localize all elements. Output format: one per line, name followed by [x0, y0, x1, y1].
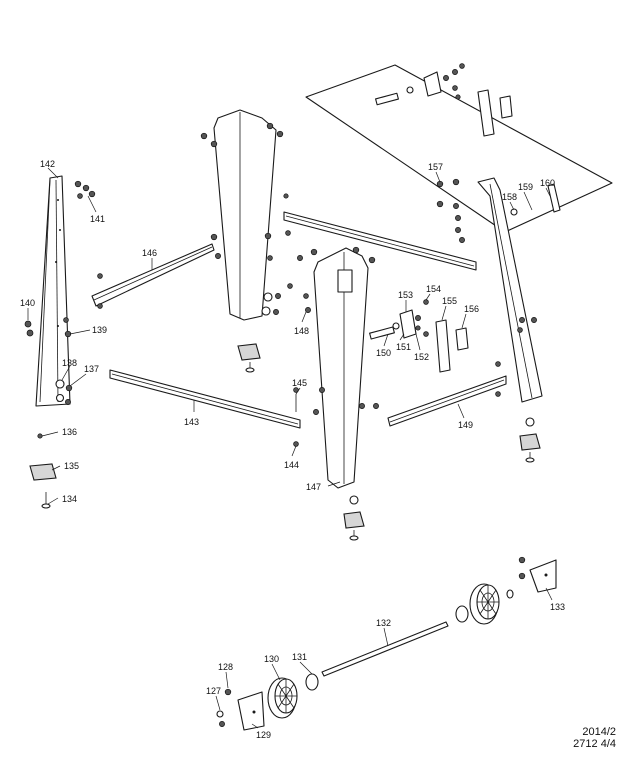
- label-128: 128: [218, 662, 233, 672]
- front-leg: [287, 246, 379, 541]
- back-leg: [200, 109, 284, 373]
- revision-code: 2014/2: [582, 726, 616, 738]
- label-135: 135: [64, 461, 79, 471]
- rail-146: [91, 243, 215, 309]
- label-139: 139: [92, 325, 107, 335]
- label-145: 145: [292, 378, 307, 388]
- rail-back: [283, 193, 477, 271]
- label-148: 148: [294, 326, 309, 336]
- label-149: 149: [458, 420, 473, 430]
- label-143: 143: [184, 417, 199, 427]
- label-140: 140: [20, 298, 35, 308]
- label-131: 131: [292, 652, 307, 662]
- label-152: 152: [414, 352, 429, 362]
- label-142: 142: [40, 159, 55, 169]
- wheel-assembly: [216, 556, 557, 731]
- part-labels: 142 141 140 139 138 137 136 135 134 146 …: [20, 159, 565, 740]
- label-133: 133: [550, 602, 565, 612]
- label-150: 150: [376, 348, 391, 358]
- label-154: 154: [426, 284, 441, 294]
- label-151: 151: [396, 342, 411, 352]
- right-leg: [436, 177, 561, 463]
- document-reference: 2014/2 2712 4/4: [573, 726, 616, 750]
- label-141: 141: [90, 214, 105, 224]
- label-129: 129: [256, 730, 271, 740]
- label-132: 132: [376, 618, 391, 628]
- label-153: 153: [398, 290, 413, 300]
- label-157: 157: [428, 162, 443, 172]
- left-leg: [24, 175, 96, 509]
- label-138: 138: [62, 358, 77, 368]
- page-code: 2712 4/4: [573, 738, 616, 750]
- label-130: 130: [264, 654, 279, 664]
- label-136: 136: [62, 427, 77, 437]
- label-160: 160: [540, 178, 555, 188]
- label-137: 137: [84, 364, 99, 374]
- label-146: 146: [142, 248, 157, 258]
- label-156: 156: [464, 304, 479, 314]
- label-159: 159: [518, 182, 533, 192]
- label-134: 134: [62, 494, 77, 504]
- rail-149: [387, 361, 507, 427]
- label-147: 147: [306, 482, 321, 492]
- label-144: 144: [284, 460, 299, 470]
- label-158: 158: [502, 192, 517, 202]
- bracket-assembly: [369, 299, 469, 373]
- rail-143: [109, 369, 301, 447]
- leader-lines: [27, 167, 553, 729]
- label-155: 155: [442, 296, 457, 306]
- label-127: 127: [206, 686, 221, 696]
- table-top-plate: [305, 63, 613, 233]
